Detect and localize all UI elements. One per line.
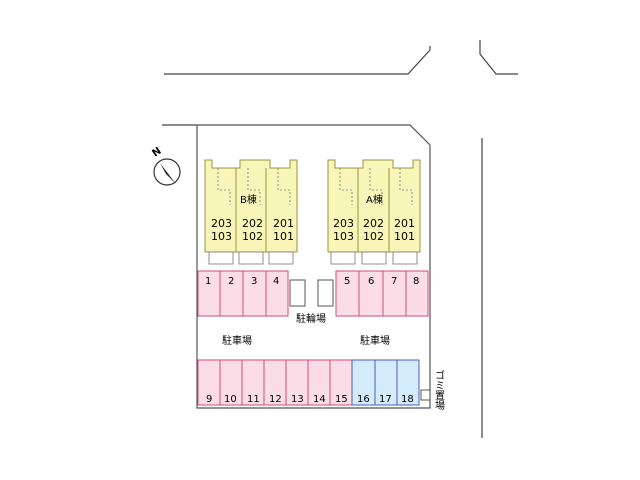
building-a-outline — [327, 159, 421, 253]
balcony-b-2 — [238, 251, 264, 265]
bicycle-parking: 駐輪場 — [289, 279, 334, 325]
unit-a-3-lower: 101 — [394, 230, 415, 243]
parking-slot-8 — [405, 270, 429, 317]
parking-slot-8-label: 8 — [413, 276, 419, 287]
compass-label: N — [150, 146, 163, 160]
building-a-label: A棟 — [366, 193, 383, 206]
balcony-a-1 — [330, 251, 356, 265]
building-b-stairs — [217, 168, 291, 205]
bicycle-rack-right — [317, 279, 334, 307]
unit-a-2-lower: 102 — [363, 230, 384, 243]
road-top-right — [479, 40, 518, 75]
parking-row-top-right: 5 6 7 8 — [335, 270, 429, 317]
unit-b-2-upper: 202 — [242, 217, 263, 230]
unit-b-1-lower: 103 — [211, 230, 232, 243]
unit-a-1-upper: 203 — [333, 217, 354, 230]
parking-slot-18 — [396, 359, 420, 406]
road-top-left — [164, 46, 431, 75]
parking-slot-2-label: 2 — [228, 276, 234, 287]
bicycle-parking-label: 駐輪場 — [296, 312, 326, 325]
parking-area-label-right: 駐車場 — [360, 334, 390, 347]
garbage-label: ゴミ置場 — [433, 369, 445, 411]
parking-slot-18-label: 18 — [401, 394, 414, 405]
parking-slot-7-label: 7 — [391, 276, 397, 287]
unit-b-3-upper: 201 — [273, 217, 294, 230]
parking-row-bottom-blue: 16 17 18 — [351, 359, 420, 406]
parking-slot-9-label: 9 — [206, 394, 212, 405]
parking-slot-11-label: 11 — [247, 394, 260, 405]
roads — [162, 40, 518, 438]
garbage-area: ゴミ置場 — [420, 369, 445, 411]
unit-b-3-lower: 101 — [273, 230, 294, 243]
parking-slot-16-label: 16 — [357, 394, 370, 405]
parking-slot-13-label: 13 — [291, 394, 304, 405]
garbage-box — [420, 389, 431, 401]
parking-area-label-left: 駐車場 — [222, 334, 252, 347]
parking-slot-6-label: 6 — [368, 276, 374, 287]
parking-slot-15-label: 15 — [335, 394, 348, 405]
balcony-b-3 — [268, 251, 294, 265]
unit-b-2-lower: 102 — [242, 230, 263, 243]
compass: N — [150, 146, 181, 186]
building-b-outline — [204, 159, 298, 253]
balcony-b-1 — [208, 251, 234, 265]
parking-row-bottom-pink: 9 10 11 12 13 14 15 — [197, 359, 353, 406]
parking-slot-14-label: 14 — [313, 394, 326, 405]
unit-a-1-lower: 103 — [333, 230, 354, 243]
building-a-stairs — [339, 168, 413, 205]
parking-slot-17-label: 17 — [379, 394, 392, 405]
building-b-label: B棟 — [240, 193, 257, 206]
balcony-a-2 — [361, 251, 387, 265]
balcony-a-3 — [392, 251, 418, 265]
north-arrow-icon — [153, 158, 181, 186]
parking-row-top-left: 1 2 3 4 — [197, 270, 289, 317]
parking-slot-3-label: 3 — [251, 276, 257, 287]
bicycle-rack-left — [289, 279, 306, 307]
parking-slot-4 — [265, 270, 289, 317]
unit-b-1-upper: 203 — [211, 217, 232, 230]
unit-a-3-upper: 201 — [394, 217, 415, 230]
parking-slot-12-label: 12 — [269, 394, 282, 405]
parking-slot-1-label: 1 — [205, 276, 211, 287]
parking-slot-4-label: 4 — [273, 276, 279, 287]
parking-slot-10-label: 10 — [224, 394, 237, 405]
building-b: B棟 203 103 202 102 201 101 — [204, 159, 298, 265]
parking-slot-5-label: 5 — [344, 276, 350, 287]
building-a: A棟 203 103 202 102 201 101 — [327, 159, 421, 265]
unit-a-2-upper: 202 — [363, 217, 384, 230]
north-arrow-needle — [160, 163, 176, 184]
parking-slot-6 — [358, 270, 384, 317]
